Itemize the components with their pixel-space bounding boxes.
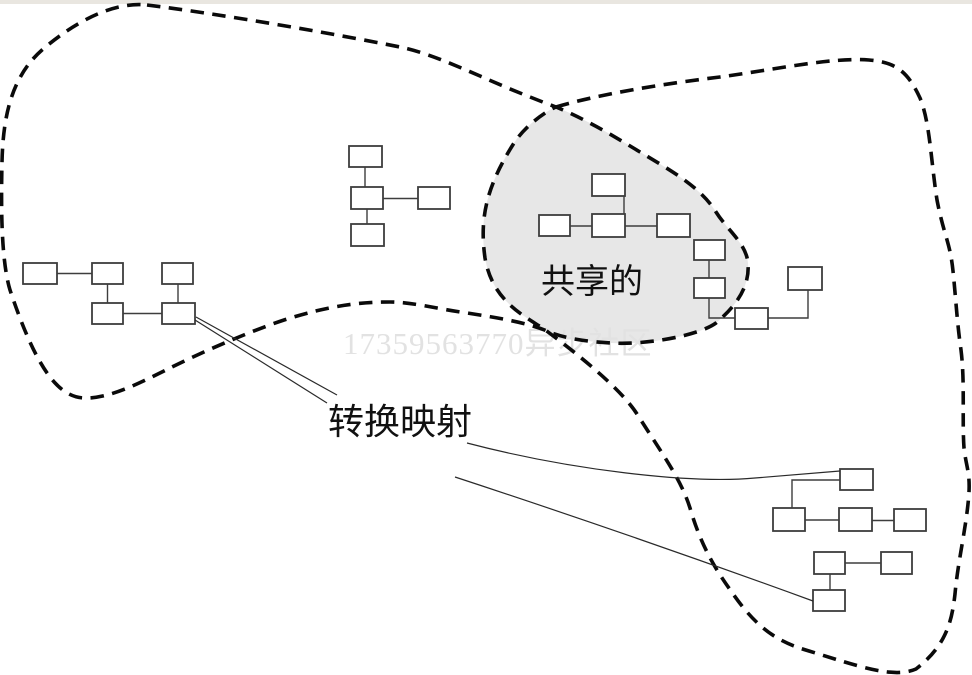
cluster-right-lower — [812, 551, 913, 612]
model-node — [161, 302, 196, 325]
model-node — [772, 507, 806, 532]
cluster-shared-right-chain — [734, 266, 823, 330]
mapping-line-left-lower — [194, 319, 328, 404]
model-node — [880, 551, 913, 575]
cluster-top-middle — [348, 145, 451, 247]
model-node — [161, 262, 194, 285]
model-node — [350, 223, 385, 247]
model-node — [839, 468, 874, 491]
model-node — [893, 508, 927, 532]
mapping-curve-right-upper — [466, 442, 841, 480]
model-node — [838, 507, 873, 532]
mapping-line-left-upper — [195, 316, 338, 396]
right-context-boundary — [481, 57, 971, 675]
mapping-lines — [194, 316, 841, 602]
model-node — [538, 214, 571, 237]
node-connector — [791, 479, 840, 508]
mapping-curve-right-lower — [454, 476, 814, 602]
model-node — [591, 173, 626, 197]
model-node — [813, 551, 846, 575]
model-node — [812, 589, 846, 612]
model-node — [734, 307, 769, 330]
model-node — [591, 213, 626, 238]
node-connector — [768, 290, 809, 319]
model-node — [91, 302, 124, 325]
model-node — [656, 213, 691, 238]
model-node — [348, 145, 383, 168]
cluster-shared — [538, 173, 735, 319]
model-node — [693, 277, 726, 299]
node-connector — [708, 298, 735, 319]
model-node — [693, 239, 726, 261]
left-context-boundary — [0, 2, 750, 400]
page-edge-strip — [0, 0, 972, 4]
shared-region-label: 共享的 — [541, 263, 643, 301]
mapping-label: 转换映射 — [328, 402, 472, 442]
model-node — [22, 262, 58, 285]
cluster-right-upper — [772, 468, 927, 532]
model-node — [417, 186, 451, 210]
model-node — [350, 186, 384, 210]
model-node — [91, 262, 124, 285]
cluster-left — [22, 262, 196, 325]
model-node — [787, 266, 823, 291]
